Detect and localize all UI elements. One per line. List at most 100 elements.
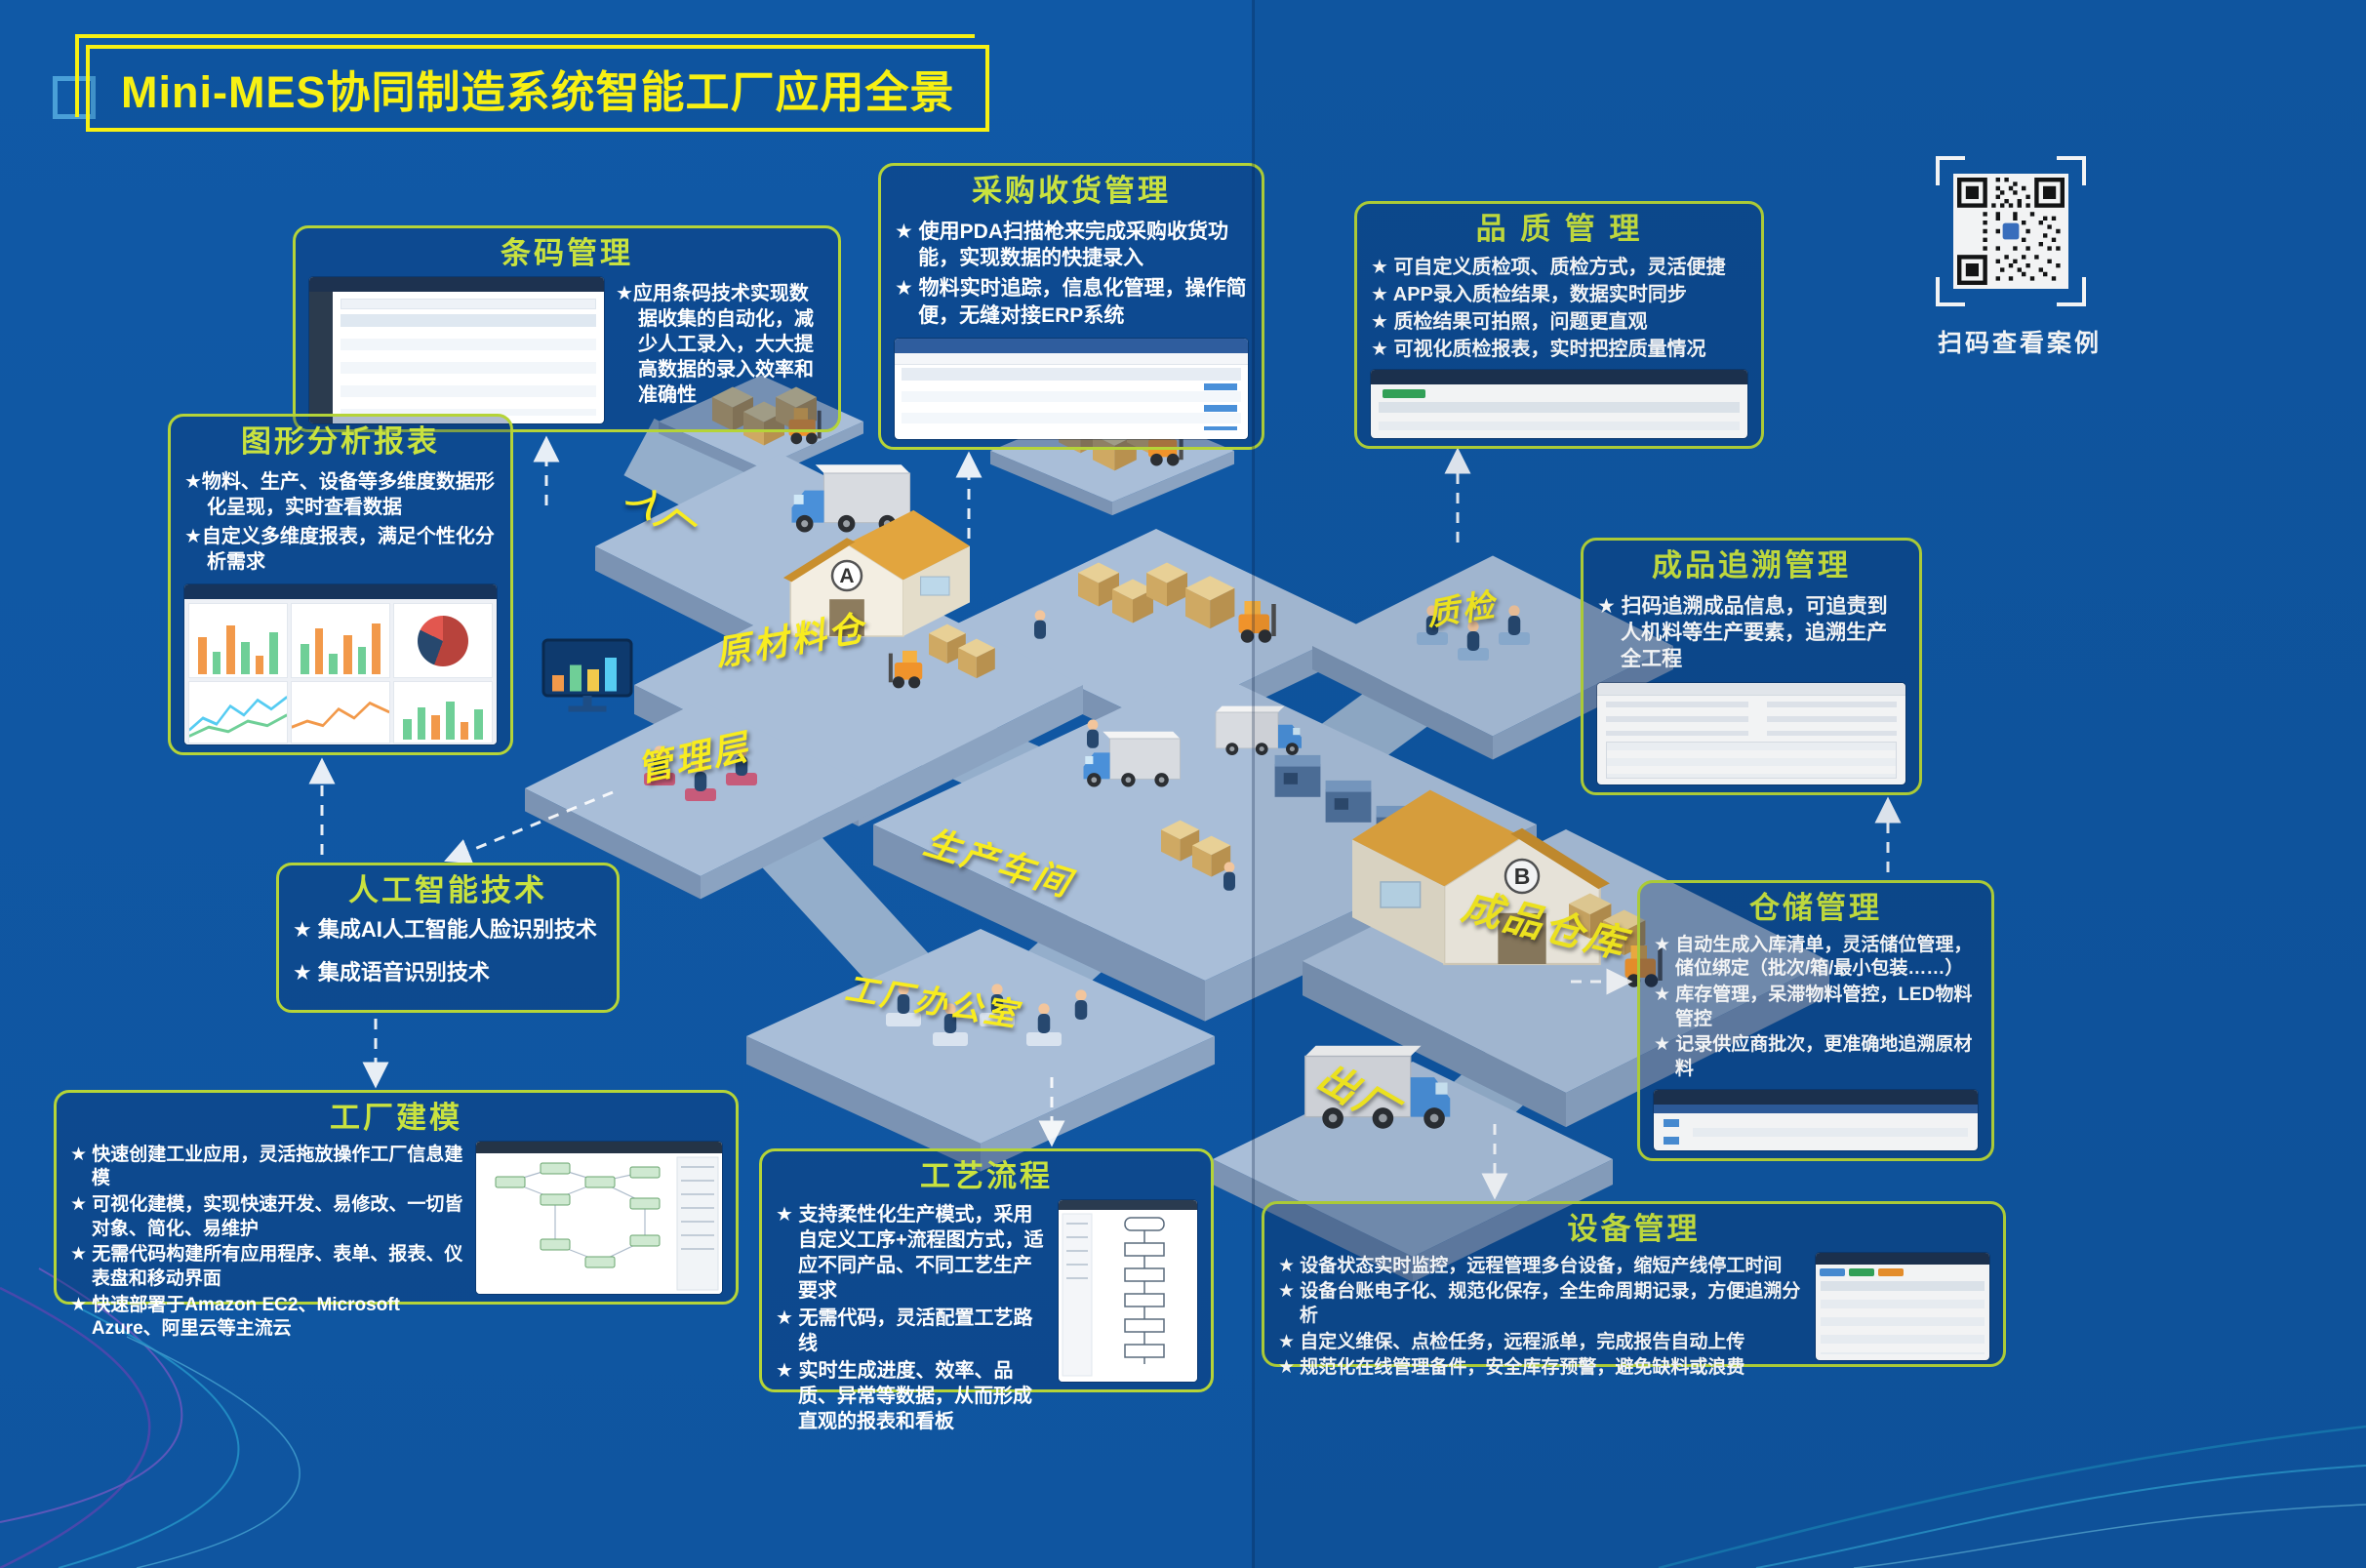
pie-chart-panel	[393, 602, 493, 679]
callout-charts-bullets: ★物料、生产、设备等多维度数据形化呈现，实时查看数据 ★自定义多维度报表，满足个…	[184, 465, 497, 579]
qr-frame-corner	[1936, 277, 1965, 306]
screenshot-titlebar	[1816, 1252, 1989, 1265]
bullet-item: ★物料、生产、设备等多维度数据形化呈现，实时查看数据	[184, 470, 495, 518]
bullet-item: ★应用条码技术实现数据收集的自动化，减少人工录入，大大提高数据的录入效率和准确性	[616, 282, 814, 406]
bullet-item: ★ 快速创建工业应用，灵活拖放操作工厂信息建模	[70, 1144, 463, 1189]
bullet-item: ★ 可视化建模，实现快速开发、易修改、一切皆对象、简化、易维护	[70, 1194, 463, 1239]
purchase-receiving-screenshot	[895, 338, 1248, 439]
qr-frame-corner	[1936, 156, 1965, 185]
bullet-item: ★ 质检结果可拍照，问题更直观	[1371, 310, 1648, 333]
callout-modeling: 工厂建模 ★ 快速创建工业应用，灵活拖放操作工厂信息建模 ★ 可视化建模，实现快…	[54, 1090, 739, 1340]
qr-caption: 扫码查看案例	[1938, 330, 2103, 357]
callout-charts: 图形分析报表 ★物料、生产、设备等多维度数据形化呈现，实时查看数据 ★自定义多维…	[168, 414, 513, 755]
bullet-item: ★ 设备台账电子化、规范化保存，全生命周期记录，方便追溯分析	[1278, 1281, 1801, 1327]
bullet-item: ★ 集成语音识别技术	[293, 960, 490, 985]
bullet-item: ★ 集成AI人工智能人脸识别技术	[293, 916, 597, 942]
screenshot-menubar	[1654, 1104, 1978, 1113]
barcode-management-screenshot	[309, 276, 604, 423]
bullet-item: ★ 库存管理，呆滞物料管控，LED物料管控	[1654, 985, 1973, 1029]
connector-arrows	[308, 435, 1902, 1200]
screenshot-table-rows	[902, 380, 1241, 432]
screenshot-button-blue	[1820, 1267, 1845, 1276]
screenshot-toolbar	[341, 298, 596, 309]
screenshot-action-buttons	[1204, 382, 1238, 430]
callout-purchase: 采购收货管理 ★ 使用PDA扫描枪来完成采购收货功能，实现数据的快捷录入 ★ 物…	[878, 163, 1264, 450]
poster-header: Mini-MES协同制造系统智能工厂应用全景	[53, 34, 990, 132]
process-flow-screenshot	[1059, 1199, 1197, 1382]
qr-frame-corner	[2057, 156, 2086, 185]
screenshot-table-header	[902, 367, 1241, 381]
callout-quality: 品 质 管 理 ★ 可自定义质检项、质检方式，灵活便捷 ★ APP录入质检结果，…	[1354, 201, 1764, 449]
building-badges: A B	[830, 559, 1541, 895]
bullet-item: ★ 扫码追溯成品信息，可追责到人机料等生产要素，追溯生产全工程	[1597, 594, 1888, 671]
callout-barcode: 条码管理 ★应用条码技术实现数据收集的自动化，减少人工录入，大大提高数据的录入效…	[293, 225, 841, 432]
callout-modeling-title: 工厂建模	[330, 1101, 462, 1135]
bullet-item: ★ 无需代码构建所有应用程序、表单、报表、仪表盘和移动界面	[70, 1244, 463, 1290]
bullet-item: ★ 自动生成入库清单，灵活储位管理，储位绑定（批次/箱/最小包装……）	[1654, 934, 1973, 980]
quality-management-screenshot	[1371, 369, 1747, 438]
qr-frame-corner	[2057, 277, 2086, 306]
bullet-item: ★ APP录入质检结果，数据实时同步	[1371, 283, 1687, 305]
screenshot-table-rows	[1378, 412, 1741, 432]
screenshot-titlebar	[184, 583, 497, 599]
screenshot-table-rows	[1606, 742, 1897, 779]
callout-barcode-bullets: ★应用条码技术实现数据收集的自动化，减少人工录入，大大提高数据的录入效率和准确性	[616, 277, 824, 423]
screenshot-table-header	[1378, 401, 1741, 413]
bullet-item: ★ 使用PDA扫描枪来完成采购收货功能，实现数据的快捷录入	[895, 220, 1228, 269]
bullet-item: ★ 物料实时追踪，信息化管理，操作简便，无缝对接ERP系统	[895, 277, 1247, 327]
line-chart-panel	[188, 681, 288, 744]
callout-equipment: 设备管理 ★ 设备状态实时监控，远程管理多台设备，缩短产线停工时间 ★ 设备台账…	[1262, 1201, 2006, 1378]
screenshot-table-header	[341, 313, 596, 327]
qr-section: 扫码查看案例	[1936, 156, 2103, 359]
callout-quality-bullets: ★ 可自定义质检项、质检方式，灵活便捷 ★ APP录入质检结果，数据实时同步 ★…	[1371, 253, 1747, 364]
callout-purchase-bullets: ★ 使用PDA扫描枪来完成采购收货功能，实现数据的快捷录入 ★ 物料实时追踪，信…	[895, 215, 1248, 333]
bullet-item: ★ 可自定义质检项、质检方式，灵活便捷	[1371, 256, 1726, 278]
bullet-item: ★ 记录供应商批次，更准确地追溯原材料	[1654, 1034, 1973, 1080]
bullet-item: ★ 规范化在线管理备件，安全库存预警，避免缺料或浪费	[1278, 1357, 1745, 1379]
building-a-label: A	[839, 565, 854, 587]
callout-trace-bullets: ★ 扫码追溯成品信息，可追责到人机料等生产要素，追溯生产全工程	[1597, 589, 1905, 677]
screenshot-form-fields	[1606, 701, 1748, 737]
title-box: Mini-MES协同制造系统智能工厂应用全景	[74, 34, 990, 132]
dashboard-panels	[184, 598, 497, 744]
screenshot-sidebar	[309, 291, 333, 423]
building-b-label: B	[1514, 864, 1531, 889]
screenshot-form-fields	[1766, 701, 1897, 737]
callout-process: 工艺流程 ★ 支持柔性化生产模式，采用自定义工序+流程图方式，适应不同产品、不同…	[759, 1148, 1214, 1432]
callout-purchase-title: 采购收货管理	[972, 174, 1171, 208]
callout-trace-title: 成品追溯管理	[1652, 548, 1851, 583]
screenshot-table-rows	[1692, 1118, 1969, 1146]
callout-ai-bullets: ★ 集成AI人工智能人脸识别技术 ★ 集成语音识别技术	[293, 916, 603, 987]
bullet-item: ★ 实时生成进度、效率、品质、异常等数据，从而形成直观的报表和看板	[776, 1359, 1032, 1432]
screenshot-titlebar	[309, 276, 604, 292]
callout-modeling-bullets: ★ 快速创建工业应用，灵活拖放操作工厂信息建模 ★ 可视化建模，实现快速开发、易…	[70, 1142, 464, 1340]
page-fold-line	[1252, 0, 1255, 1568]
callout-barcode-title: 条码管理	[501, 236, 633, 270]
callout-equipment-title: 设备管理	[1567, 1212, 1701, 1246]
decor-bottom-right	[1658, 1425, 2366, 1568]
screenshot-add-button	[1382, 388, 1425, 398]
callout-warehouse-bullets: ★ 自动生成入库清单，灵活储位管理，储位绑定（批次/箱/最小包装……） ★ 库存…	[1654, 932, 1978, 1084]
screenshot-titlebar	[895, 338, 1248, 353]
pie-chart	[418, 615, 468, 666]
warehouse-management-screenshot	[1654, 1089, 1978, 1150]
screenshot-table-header	[1821, 1280, 1985, 1291]
screenshot-table-rows	[341, 326, 596, 416]
bullet-item: ★ 支持柔性化生产模式，采用自定义工序+流程图方式，适应不同产品、不同工艺生产要…	[776, 1203, 1044, 1302]
callout-process-bullets: ★ 支持柔性化生产模式，采用自定义工序+流程图方式，适应不同产品、不同工艺生产要…	[776, 1200, 1047, 1432]
callout-quality-title: 品 质 管 理	[1475, 212, 1643, 246]
callout-charts-title: 图形分析报表	[241, 424, 440, 459]
screenshot-table-rows	[1821, 1290, 1985, 1354]
factory-modeling-screenshot	[476, 1141, 722, 1294]
bullet-item: ★ 可视化质检报表，实时把控质量情况	[1371, 338, 1706, 360]
bullet-item: ★ 无需代码，灵活配置工艺路线	[776, 1307, 1033, 1354]
scene-label-qc: 质检	[1424, 586, 1500, 632]
callout-warehouse: 仓储管理 ★ 自动生成入库清单，灵活储位管理，储位绑定（批次/箱/最小包装……）…	[1637, 880, 1994, 1161]
bullet-item: ★ 设备状态实时监控，远程管理多台设备，缩短产线停工时间	[1278, 1255, 1783, 1276]
screenshot-tabs	[895, 352, 1248, 365]
screenshot-titlebar	[1371, 369, 1747, 384]
qr-code	[1953, 174, 2068, 289]
poster-title: Mini-MES协同制造系统智能工厂应用全景	[121, 67, 955, 117]
